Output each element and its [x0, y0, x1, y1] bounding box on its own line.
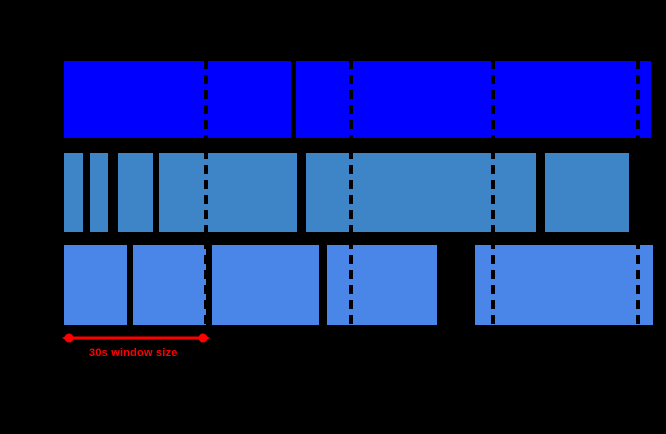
bar-segment-row-2-middle — [118, 153, 153, 232]
bar-segment-row-1-top — [64, 61, 291, 138]
window-size-label: 30s window size — [89, 347, 178, 359]
arrow-left-tip — [62, 333, 71, 343]
window-boundary-dashed-line — [491, 60, 495, 326]
bar-segment-row-3-bottom — [64, 245, 127, 325]
bar-segment-row-2-middle — [159, 153, 297, 232]
bar-segment-row-3-bottom — [133, 245, 206, 325]
bar-segment-row-1-top — [296, 61, 651, 138]
bar-segment-row-3-bottom — [327, 245, 437, 325]
bar-segment-row-2-middle — [306, 153, 536, 232]
bar-segment-row-2-middle — [64, 153, 83, 232]
bar-segment-row-3-bottom — [475, 245, 653, 325]
window-boundary-dashed-line — [204, 60, 208, 326]
bar-segment-row-2-middle — [545, 153, 629, 232]
bar-segment-row-2-middle — [90, 153, 108, 232]
arrow-right-tip — [201, 333, 210, 343]
window-boundary-dashed-line — [636, 60, 640, 326]
window-size-arrow — [62, 333, 210, 343]
bar-segment-row-3-bottom — [212, 245, 319, 325]
window-boundary-dashed-line — [349, 60, 353, 326]
